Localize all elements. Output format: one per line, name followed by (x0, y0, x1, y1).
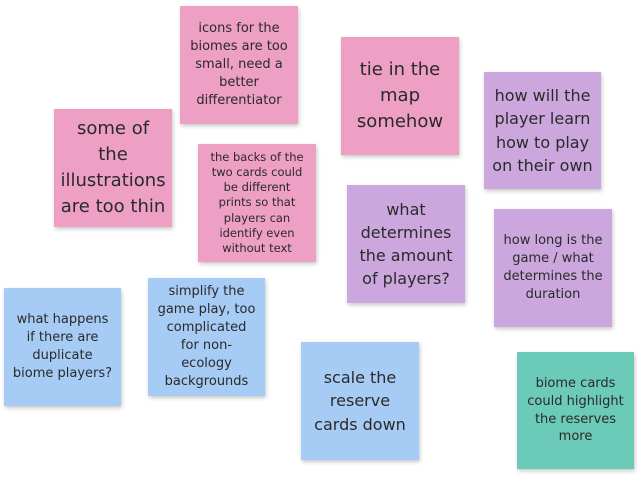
note-text: what happens if there are duplicate biom… (12, 312, 113, 381)
sticky-note-biome-highlight[interactable]: biome cards could highlight the reserves… (517, 352, 634, 469)
note-text: tie in the map somehow (356, 58, 444, 133)
sticky-note-game-duration[interactable]: how long is the game / what determines t… (494, 209, 612, 327)
sticky-note-scale-reserve[interactable]: scale the reserve cards down (301, 342, 419, 460)
note-text: how long is the game / what determines t… (503, 233, 603, 302)
note-text: how will the player learn how to play on… (492, 86, 593, 175)
note-text: icons for the biomes are too small, need… (190, 21, 288, 108)
note-text: scale the reserve cards down (314, 368, 406, 434)
note-text: some of the illustrations are too thin (60, 117, 166, 218)
sticky-note-thin-illustrations[interactable]: some of the illustrations are too thin (54, 109, 172, 227)
sticky-note-duplicate-biomes[interactable]: what happens if there are duplicate biom… (4, 288, 121, 406)
sticky-note-player-amount[interactable]: what determines the amount of players? (347, 185, 465, 303)
note-text: the backs of the two cards could be diff… (210, 149, 304, 255)
sticky-note-card-backs[interactable]: the backs of the two cards could be diff… (198, 144, 316, 262)
note-text: simplify the game play, too complicated … (157, 284, 256, 389)
note-text: biome cards could highlight the reserves… (527, 375, 624, 445)
sticky-note-biome-icons[interactable]: icons for the biomes are too small, need… (180, 6, 298, 124)
sticky-note-player-learning[interactable]: how will the player learn how to play on… (484, 72, 601, 189)
note-text: what determines the amount of players? (359, 199, 453, 289)
sticky-note-tie-in-map[interactable]: tie in the map somehow (341, 37, 459, 155)
sticky-note-simplify-gameplay[interactable]: simplify the game play, too complicated … (148, 278, 265, 396)
